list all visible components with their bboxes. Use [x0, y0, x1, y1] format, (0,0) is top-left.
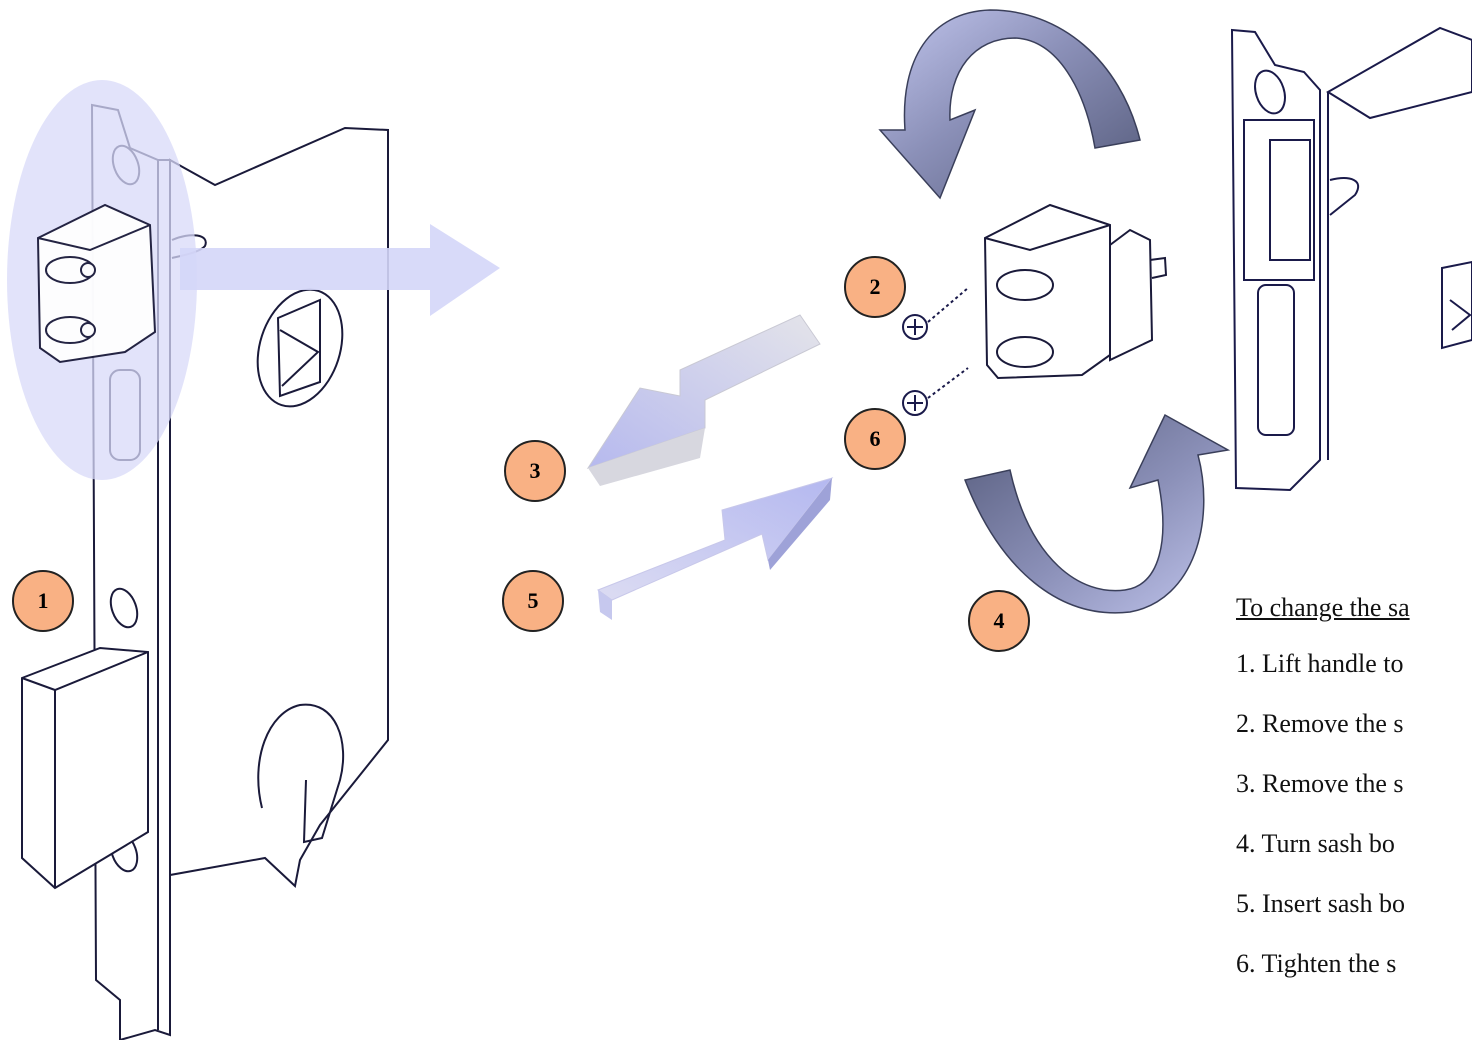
step-badge-1: 1: [12, 570, 74, 632]
step-badge-6: 6: [844, 408, 906, 470]
screw-bottom: [902, 367, 969, 416]
instruction-item: 1. Lift handle to: [1236, 649, 1404, 678]
instructions-title: To change the sa: [1236, 593, 1410, 622]
sash-bolt-mounted: [36, 203, 157, 364]
instruction-item: 5. Insert sash bo: [1236, 889, 1405, 918]
insert-arrow: [596, 477, 834, 601]
instructions-panel: To change the sa 1. Lift handle to 2. Re…: [1236, 590, 1472, 988]
rotation-arrow-top: [878, 9, 1141, 200]
remove-arrow: [586, 314, 821, 469]
step-badge-4: 4: [968, 590, 1030, 652]
direction-arrow-right: [180, 224, 500, 316]
instructions-list: 1. Lift handle to 2. Remove the s 3. Rem…: [1236, 640, 1472, 988]
step-badge-5: 5: [502, 570, 564, 632]
rotation-arrow-bottom: [963, 413, 1231, 614]
instruction-item: 3. Remove the s: [1236, 769, 1404, 798]
sash-bolt-exploded: [983, 203, 1168, 380]
instruction-item: 6. Tighten the s: [1236, 949, 1397, 978]
lock-closeup-right: [1230, 26, 1472, 492]
instruction-item: 4. Turn sash bo: [1236, 829, 1395, 858]
step-badge-2: 2: [844, 256, 906, 318]
screw-top: [902, 287, 969, 340]
step-badge-3: 3: [504, 440, 566, 502]
instruction-item: 2. Remove the s: [1236, 709, 1404, 738]
